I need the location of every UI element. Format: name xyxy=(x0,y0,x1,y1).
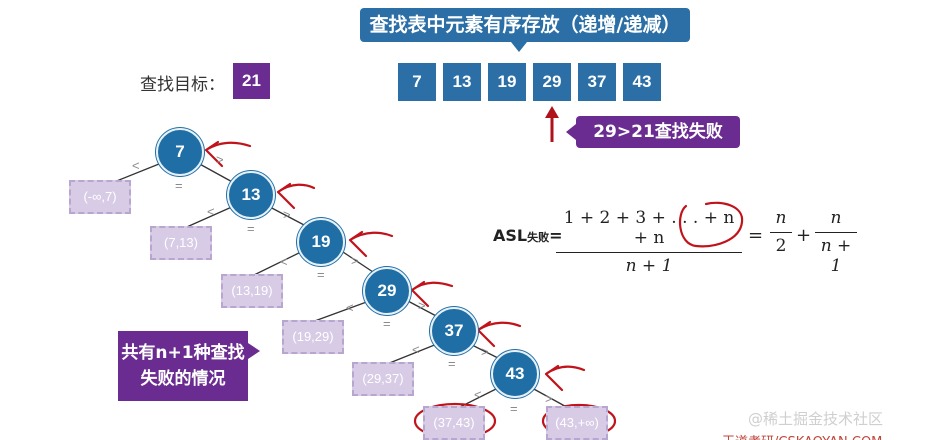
array-cell: 19 xyxy=(488,63,526,101)
red-arrow xyxy=(348,230,394,258)
array-cell: 37 xyxy=(578,63,616,101)
array-cell: 43 xyxy=(623,63,661,101)
asl-main-fraction: 1 + 2 + 3 + . . . + n + n n + 1 xyxy=(556,208,742,276)
info-line-1: 共有n+1种查找 xyxy=(121,343,245,363)
footer-url: 王道考研/CSKAOYAN.COM xyxy=(722,431,882,440)
term2-denominator: n + 1 xyxy=(820,236,852,276)
info-callout: 共有n+1种查找 失败的情况 xyxy=(118,331,248,401)
tree-node: 19 xyxy=(297,218,345,266)
lt-symbol: < xyxy=(132,158,140,173)
asl-eq: = xyxy=(549,226,563,245)
title-banner: 查找表中元素有序存放（递增/递减） xyxy=(360,8,690,42)
gt-symbol: > xyxy=(418,298,426,313)
lt-symbol: < xyxy=(207,204,215,219)
failure-interval: (43,+∞) xyxy=(546,406,608,440)
lt-symbol: < xyxy=(412,342,420,357)
fraction-bar xyxy=(770,232,792,233)
array-cell: 29 xyxy=(533,63,571,101)
info-callout-tip xyxy=(248,343,260,359)
target-value: 21 xyxy=(233,63,270,99)
term2-fraction: n n + 1 xyxy=(815,208,857,276)
eq-symbol: = xyxy=(247,221,255,236)
eq-symbol: = xyxy=(317,267,325,282)
asl-numerator: 1 + 2 + 3 + . . . + n + n xyxy=(563,208,735,248)
asl-subscript: 失败 xyxy=(527,231,550,244)
term1-numerator: n xyxy=(775,208,787,228)
failure-interval: (13,19) xyxy=(221,274,283,308)
gt-symbol: > xyxy=(481,344,489,359)
edge xyxy=(195,161,237,185)
edge xyxy=(339,249,377,275)
fraction-bar xyxy=(815,232,857,233)
asl-denominator: n + 1 xyxy=(625,256,673,276)
target-label: 查找目标： xyxy=(140,75,225,95)
info-line-2: 失败的情况 xyxy=(140,369,226,389)
array-cell: 13 xyxy=(443,63,481,101)
tree-node: 13 xyxy=(227,171,275,219)
watermark: @稀土掘金技术社区 xyxy=(748,410,884,428)
tree-node: 43 xyxy=(491,350,539,398)
asl-text: ASL xyxy=(493,226,528,245)
eq-symbol: = xyxy=(448,356,456,371)
eq-symbol: = xyxy=(383,316,391,331)
gt-symbol: > xyxy=(283,207,291,222)
gt-symbol: > xyxy=(545,391,553,406)
edge xyxy=(251,249,306,277)
failure-interval: (29,37) xyxy=(352,362,414,396)
edge xyxy=(311,299,373,323)
tree-node: 37 xyxy=(430,307,478,355)
term1-denominator: 2 xyxy=(775,236,787,256)
failure-interval: (-∞,7) xyxy=(69,180,131,214)
tree-node: 7 xyxy=(156,128,204,176)
lt-symbol: < xyxy=(280,254,288,269)
lt-symbol: < xyxy=(346,300,354,315)
failure-interval: (19,29) xyxy=(282,320,344,354)
red-arrow xyxy=(204,140,252,168)
lt-symbol: < xyxy=(474,387,482,402)
formula-equals: = xyxy=(748,225,764,246)
red-arrow xyxy=(410,280,454,308)
tree-node: 29 xyxy=(363,267,411,315)
fail-callout-tip xyxy=(566,124,576,140)
term2-numerator: n xyxy=(830,208,842,228)
title-pointer xyxy=(511,42,527,52)
red-arrow xyxy=(476,320,522,348)
failure-interval: (7,13) xyxy=(150,226,212,260)
eq-symbol: = xyxy=(175,178,183,193)
red-arrow xyxy=(544,364,586,392)
red-circle xyxy=(678,201,744,248)
fail-callout: 29>21查找失败 xyxy=(576,116,740,148)
fraction-bar xyxy=(556,252,742,253)
failure-interval: (37,43) xyxy=(423,406,485,440)
eq-symbol: = xyxy=(510,401,518,416)
formula-plus: + xyxy=(796,225,812,246)
sorted-array: 7 13 19 29 37 43 xyxy=(398,63,661,101)
gt-symbol: > xyxy=(351,253,359,268)
pointer-arrow-head xyxy=(545,106,559,118)
red-arrow xyxy=(276,182,316,210)
edge xyxy=(267,205,307,227)
term1-fraction: n 2 xyxy=(770,208,792,256)
array-cell: 7 xyxy=(398,63,436,101)
asl-label: ASL失败= xyxy=(493,226,563,245)
gt-symbol: > xyxy=(216,152,224,167)
